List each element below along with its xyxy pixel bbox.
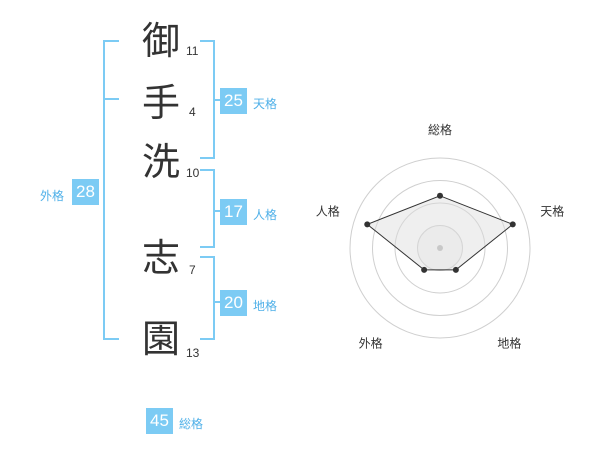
- jinkaku-value-badge: 17: [220, 199, 247, 225]
- radar-ring-3: [372, 180, 508, 316]
- radar-point-5: [364, 221, 371, 228]
- stroke-count-3: 10: [186, 166, 200, 180]
- soukaku-value-badge: 45: [146, 408, 173, 434]
- radar-axis-label-4: 外格: [359, 335, 383, 350]
- radar-data-polygon: [366, 195, 514, 271]
- chikaku-value-badge: 20: [220, 290, 247, 316]
- tenkaku-value-badge: 25: [220, 88, 247, 114]
- radar-axis-label-2: 天格: [540, 204, 564, 219]
- gaikaku-label: 外格: [40, 189, 65, 203]
- jinkaku-bracket: [200, 169, 215, 248]
- name-char-2: 手: [142, 81, 181, 125]
- stroke-count-2: 4: [189, 105, 196, 119]
- jinkaku-label: 人格: [253, 208, 278, 222]
- radar-point-4: [421, 266, 428, 273]
- name-char-5: 園: [142, 317, 181, 361]
- radar-ring-4: [349, 157, 531, 339]
- radar-point-3: [452, 266, 459, 273]
- radar-point-1: [437, 192, 443, 199]
- radar-axis-label-1: 総格: [428, 122, 452, 137]
- gaikaku-bracket: [103, 40, 119, 340]
- gaikaku-value-badge: 28: [72, 179, 99, 205]
- name-char-1: 御: [142, 19, 181, 63]
- radar-ring-2: [394, 202, 486, 294]
- tenkaku-label: 天格: [253, 97, 278, 111]
- stroke-count-4: 7: [189, 263, 196, 277]
- soukaku-label: 総格: [179, 417, 204, 431]
- name-char-3: 洗: [142, 140, 181, 184]
- stroke-count-5: 13: [186, 346, 200, 360]
- radar-center-dot: [437, 245, 443, 251]
- radar-point-2: [509, 221, 516, 228]
- chikaku-bracket: [200, 256, 215, 340]
- name-char-4: 志: [142, 236, 181, 280]
- stroke-count-1: 11: [186, 44, 199, 58]
- chikaku-label: 地格: [253, 299, 278, 313]
- radar-axis-label-5: 人格: [316, 204, 340, 219]
- radar-axis-label-3: 地格: [497, 335, 521, 350]
